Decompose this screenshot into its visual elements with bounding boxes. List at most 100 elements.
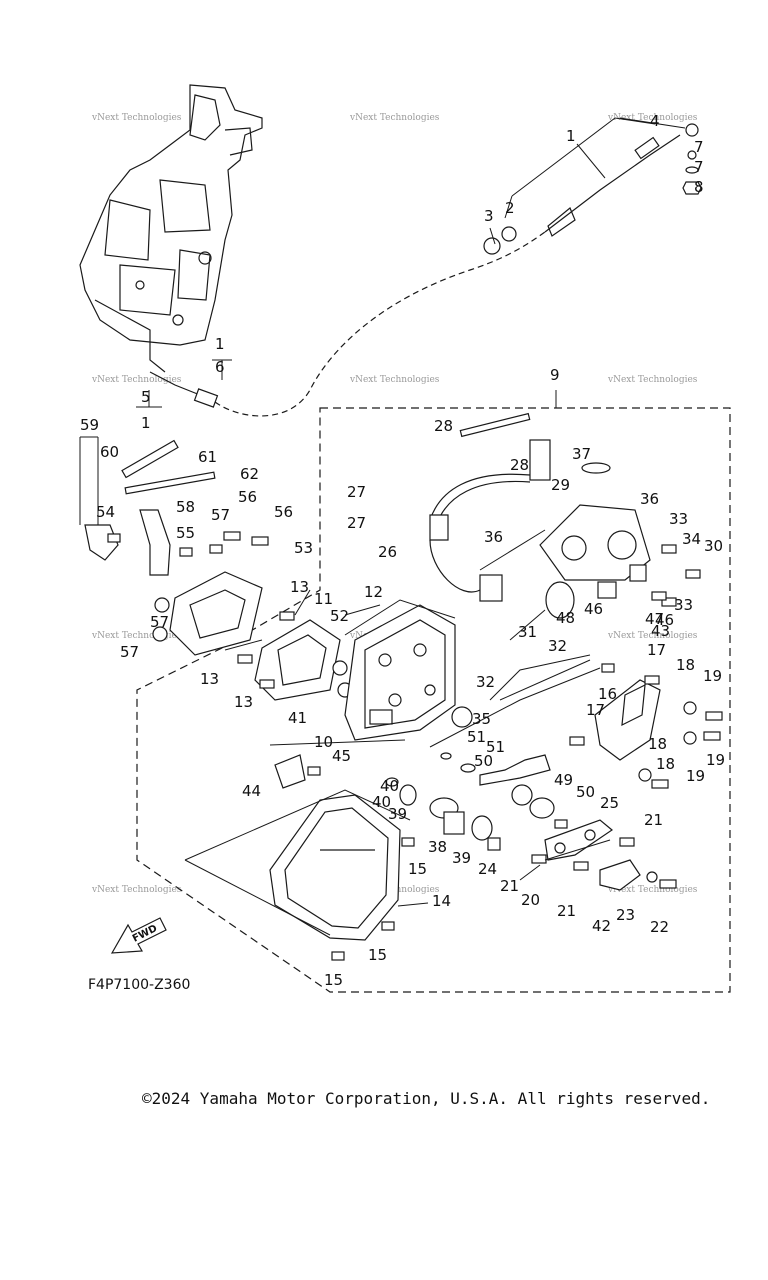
callout-number: 27 (347, 514, 366, 532)
callout-number: 36 (484, 528, 503, 546)
callout-number: 13 (200, 670, 219, 688)
callout-number: 57 (120, 643, 139, 661)
callout-number: 5 (141, 388, 151, 406)
callout-number: 46 (584, 600, 603, 618)
watermark: vNext Technologies (91, 113, 182, 123)
callout-number: 40 (372, 793, 391, 811)
watermark: vNext Technologies (607, 375, 698, 385)
callout-number: 21 (500, 877, 519, 895)
callout-number: 51 (486, 738, 505, 756)
watermark: vNext Technologies (349, 375, 440, 385)
callout-number: 4 (650, 112, 660, 130)
callout-number: 13 (234, 693, 253, 711)
callout-number: 27 (347, 483, 366, 501)
callout-number: 24 (478, 860, 497, 878)
callout-number: 51 (467, 728, 486, 746)
callout-number: 1 (566, 127, 576, 145)
callout-number: 43 (651, 622, 670, 640)
callout-number: 19 (703, 667, 722, 685)
callout-number: 57 (211, 506, 230, 524)
callout-number: 30 (704, 537, 723, 555)
callout-number: 42 (592, 917, 611, 935)
callout-number: 50 (576, 783, 595, 801)
callout-number: 62 (240, 465, 259, 483)
callout-number: 49 (554, 771, 573, 789)
callout-number: 39 (388, 805, 407, 823)
callout-number: 19 (706, 751, 725, 769)
callout-number: 1 (141, 414, 151, 432)
callout-number: 19 (686, 767, 705, 785)
callout-number: 17 (586, 701, 605, 719)
callout-number: 16 (598, 685, 617, 703)
callout-number: 35 (472, 710, 491, 728)
callout-number: 53 (294, 539, 313, 557)
callout-number: 59 (80, 416, 99, 434)
callout-number: 7 (694, 158, 704, 176)
diagram-code: F4P7100-Z360 (88, 977, 191, 993)
watermark: vNext Technologies (349, 113, 440, 123)
fwd-arrow-icon: FWD (110, 917, 167, 954)
callout-number: 22 (650, 918, 669, 936)
callout-number: 18 (676, 656, 695, 674)
callout-number: 33 (669, 510, 688, 528)
callout-number: 40 (380, 777, 399, 795)
watermark: vNext Technologies (607, 631, 698, 641)
callout-number: 2 (505, 199, 515, 217)
callout-number: 18 (648, 735, 667, 753)
callout-number: 21 (557, 902, 576, 920)
small-screw (307, 766, 321, 776)
callout-number: 15 (368, 946, 387, 964)
neutral-switch-assembly (539, 504, 701, 607)
linkage-bracket-group (79, 436, 353, 701)
gear-shaft-group (385, 706, 555, 851)
callout-number: 17 (647, 641, 666, 659)
throttle-cable (149, 123, 702, 417)
callout-number: 8 (694, 178, 704, 196)
watermark: vNext Technologies (91, 631, 182, 641)
callout-number: 15 (324, 971, 343, 989)
callout-number: 47 (645, 610, 664, 628)
callout-number: 32 (476, 673, 495, 691)
callout-number: 14 (432, 892, 451, 910)
callout-number: 3 (484, 207, 494, 225)
callout-number: 26 (378, 543, 397, 561)
group-leader-lines (184, 529, 611, 936)
callout-number: 13 (290, 578, 309, 596)
callout-number: 1 (215, 335, 225, 353)
callout-number: 28 (510, 456, 529, 474)
callout-number: 29 (551, 476, 570, 494)
callout-number: 23 (616, 906, 635, 924)
callout-number: 37 (572, 445, 591, 463)
callout-number: 20 (521, 891, 540, 909)
callout-number: 52 (330, 607, 349, 625)
callout-number: 12 (364, 583, 383, 601)
leader-lines-top (136, 117, 686, 408)
callout-number: 9 (550, 366, 560, 384)
callout-number: 33 (674, 596, 693, 614)
callout-number: 6 (215, 358, 225, 376)
callout-number: 60 (100, 443, 119, 461)
remote-control-box-boundary (136, 407, 731, 993)
callout-number: 56 (274, 503, 293, 521)
callout-number: 7 (694, 138, 704, 156)
callout-number: 11 (314, 590, 333, 608)
parts-diagram: vNext Technologies vNext Technologies vN… (79, 84, 731, 993)
callout-number: 55 (176, 524, 195, 542)
callout-number: 18 (656, 755, 675, 773)
copyright-notice: ©2024 Yamaha Motor Corporation, U.S.A. A… (142, 1089, 711, 1108)
callout-number: 50 (474, 752, 493, 770)
lever-bracket (569, 663, 723, 789)
callout-number: 41 (288, 709, 307, 727)
callout-number: 15 (408, 860, 427, 878)
callout-number: 32 (548, 637, 567, 655)
callout-number: 28 (434, 417, 453, 435)
callout-number: 25 (600, 794, 619, 812)
callout-number: 10 (314, 733, 333, 751)
callout-number: 48 (556, 609, 575, 627)
callout-number: 57 (150, 613, 169, 631)
watermark: vNext Technologies (91, 375, 182, 385)
watermark: vNext Technologies (91, 885, 182, 895)
lower-linkage (531, 819, 677, 891)
control-box-cover (269, 794, 415, 961)
